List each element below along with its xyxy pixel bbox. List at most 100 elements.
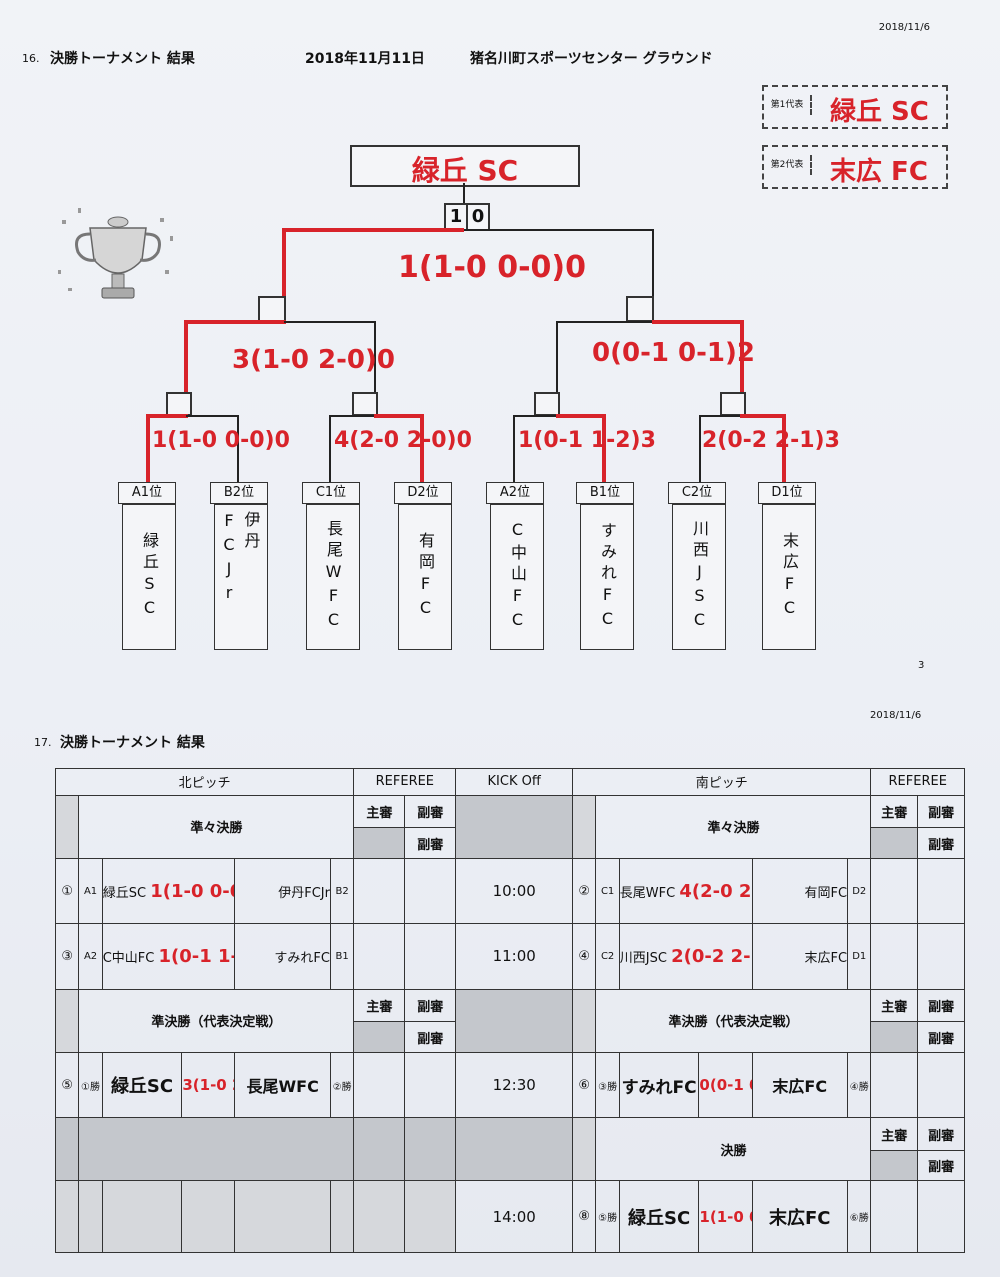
seed-a1: A1位: [118, 482, 176, 504]
rep2-value: 末広 FC: [830, 157, 928, 187]
winner-right: ⑥勝: [847, 1180, 872, 1253]
team-name: 伊丹FCJr: [219, 511, 261, 607]
team-name: 緑丘SC: [140, 532, 159, 622]
semifinal-label: 準決勝（代表決定戦）: [78, 988, 355, 1053]
team-name: 川西JSC: [690, 520, 709, 634]
match-number: ③: [54, 923, 80, 990]
chief-referee-label: 主審: [870, 988, 919, 1023]
seed-left: A2: [78, 923, 103, 990]
team-left: 緑丘SC: [618, 1180, 700, 1253]
print-date: 2018/11/6: [878, 22, 930, 33]
chief-referee-label: 主審: [870, 794, 919, 829]
chief-referee-label: 主審: [870, 1117, 919, 1151]
winner-left: ①勝: [78, 1051, 103, 1119]
match-number: ⑤: [54, 1051, 80, 1119]
seed-c2: C2位: [668, 482, 726, 504]
table-row: ⑤ ①勝 緑丘SC 3(1-0 2-0)0 長尾WFC ②勝 12:30 ⑥ ③…: [54, 1051, 965, 1119]
team-left: 緑丘SC: [102, 885, 147, 901]
second-representative-box: 第2代表 末広 FC: [762, 145, 948, 189]
team-name: すみれFC: [598, 521, 617, 633]
team-left: すみれFC: [618, 1051, 700, 1119]
first-representative-box: 第1代表 緑丘 SC: [762, 85, 948, 129]
assistant-referee-label: 副審: [917, 1117, 965, 1151]
seed-d2: D2位: [394, 482, 452, 504]
match-number: ⑥: [572, 1051, 597, 1119]
team-box: C中山FC: [490, 504, 544, 650]
team-box: 長尾WFC: [306, 504, 360, 650]
score: 1(0-1 1-2)3: [158, 945, 234, 967]
champion-name: 緑丘 SC: [411, 154, 519, 187]
match-cell: 長尾WFC 4(2-0 2-0)0: [618, 857, 753, 925]
score: 4(2-0 2-0)0: [679, 880, 752, 902]
winner-left: ⑤勝: [595, 1180, 620, 1253]
semi-left-score: 3(1-0 2-0)0: [232, 345, 395, 375]
final-score-left: 1: [444, 203, 468, 231]
seed-d1: D1位: [758, 482, 816, 504]
seed-b1: B1位: [576, 482, 634, 504]
team-box: 末広FC: [762, 504, 816, 650]
team-left: 長尾WFC: [619, 885, 676, 901]
event-date: 2018年11月11日: [305, 51, 425, 67]
team-right: 有岡FC: [751, 857, 849, 925]
rep2-label: 第2代表: [764, 155, 812, 175]
south-pitch-header: 南ピッチ: [572, 768, 872, 796]
assistant-referee-label: 副審: [404, 827, 457, 859]
rep1-label: 第1代表: [764, 95, 812, 115]
match-cell: 川西JSC 2(0-2 2-1)3: [618, 923, 753, 990]
seed-c1: C1位: [302, 482, 360, 504]
match-number: ①: [54, 857, 80, 925]
semifinal-label: 準決勝（代表決定戦）: [595, 988, 872, 1053]
match-cell: 緑丘SC 1(1-0 0-0)0: [101, 857, 236, 925]
table-row: ③ A2 C中山FC 1(0-1 1-2)3 すみれFC B1 11:00 ④ …: [54, 923, 965, 990]
qf4-box: [720, 392, 746, 416]
score: 0(0-1 0-1)2: [698, 1051, 753, 1119]
match-number: ⑧: [572, 1180, 597, 1253]
qf3-box: [534, 392, 560, 416]
seed-right: B1: [329, 923, 355, 990]
winner-right: ②勝: [329, 1051, 355, 1119]
rep1-value: 緑丘 SC: [830, 97, 929, 127]
kickoff-time: 10:00: [455, 857, 574, 925]
qf1-score: 1(1-0 0-0)0: [152, 428, 290, 453]
seed-b2: B2位: [210, 482, 268, 504]
qf2-score: 4(2-0 2-0)0: [334, 428, 472, 453]
assistant-referee-label: 副審: [404, 794, 457, 829]
assistant-referee-label: 副審: [917, 1149, 965, 1182]
team-left: 緑丘SC: [101, 1051, 183, 1119]
page-number: 3: [918, 660, 925, 671]
match-number: ④: [572, 923, 597, 990]
assistant-referee-label: 副審: [917, 1021, 965, 1053]
match-cell: C中山FC 1(0-1 1-2)3: [101, 923, 236, 990]
seed-right: B2: [329, 857, 355, 925]
chief-referee-label: 主審: [353, 794, 406, 829]
seed-left: C1: [595, 857, 620, 925]
schedule-table: 北ピッチ REFEREE KICK Off 南ピッチ REFEREE 準々決勝 …: [54, 768, 965, 1253]
team-right: 長尾WFC: [234, 1051, 331, 1119]
page-title-2: 決勝トーナメント 結果: [60, 735, 205, 751]
assistant-referee-label: 副審: [404, 1021, 457, 1053]
seed-right: D1: [847, 923, 872, 990]
final-label: 決勝: [595, 1117, 872, 1182]
kickoff-time: 12:30: [455, 1051, 574, 1119]
score: 2(0-2 2-1)3: [671, 945, 751, 967]
winner-right: ④勝: [847, 1051, 872, 1119]
semi-left-box: [258, 296, 286, 322]
kickoff-time: 11:00: [455, 923, 574, 990]
team-name: C中山FC: [508, 520, 527, 634]
table-row: ① A1 緑丘SC 1(1-0 0-0)0 伊丹FCJr B2 10:00 ② …: [54, 857, 965, 925]
heading-number: 16.: [22, 52, 40, 65]
team-name: 有岡FC: [416, 532, 435, 622]
team-box: 緑丘SC: [122, 504, 176, 650]
event-venue: 猪名川町スポーツセンター グラウンド: [470, 51, 713, 67]
score: 1(1-0 0-0)0: [698, 1180, 753, 1253]
team-box: すみれFC: [580, 504, 634, 650]
assistant-referee-label: 副審: [917, 988, 965, 1023]
team-right: 伊丹FCJr: [234, 857, 331, 925]
table-row: 14:00 ⑧ ⑤勝 緑丘SC 1(1-0 0-0)0 末広FC ⑥勝: [54, 1180, 965, 1253]
referee-header: REFEREE: [870, 768, 965, 796]
print-date-2: 2018/11/6: [870, 710, 922, 721]
seed-left: A1: [78, 857, 103, 925]
seed-left: C2: [595, 923, 620, 990]
team-right: 末広FC: [751, 923, 849, 990]
